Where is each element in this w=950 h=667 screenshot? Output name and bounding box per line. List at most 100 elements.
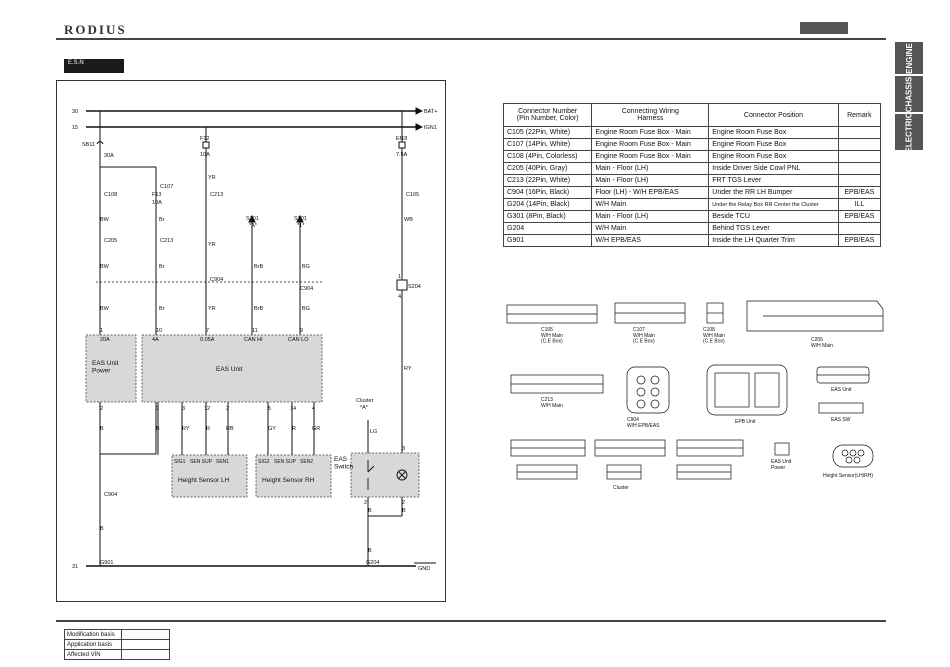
svg-text:B: B bbox=[156, 426, 160, 432]
svg-text:EAS Unit: EAS Unit bbox=[831, 387, 852, 393]
bus-gnd-label: GND bbox=[418, 566, 430, 572]
svg-text:1: 1 bbox=[100, 328, 103, 334]
svg-text:SB11: SB11 bbox=[82, 142, 95, 148]
svg-text:C108: C108 bbox=[104, 192, 117, 198]
svg-text:YR: YR bbox=[208, 175, 216, 181]
svg-text:SIG2: SIG2 bbox=[258, 459, 270, 465]
svg-text:1: 1 bbox=[398, 274, 401, 280]
svg-text:C107: C107 bbox=[160, 184, 173, 190]
svg-text:4: 4 bbox=[312, 406, 315, 412]
svg-text:WB: WB bbox=[404, 217, 413, 223]
svg-text:CAN HI: CAN HI bbox=[244, 337, 263, 343]
bus-ign-label: IGN1 bbox=[424, 125, 437, 131]
svg-text:7.5A: 7.5A bbox=[396, 152, 408, 158]
svg-text:EAS SW: EAS SW bbox=[831, 417, 851, 423]
table-row: C213 (22Pin, White)Main - Floor (LH)FRT … bbox=[502, 174, 882, 187]
table-row: C205 (40Pin, Gray)Main - Floor (LH)Insid… bbox=[502, 162, 882, 175]
col-connector-position: Connector Position bbox=[708, 103, 839, 127]
svg-text:Height Sensor(LH/RH): Height Sensor(LH/RH) bbox=[823, 473, 873, 479]
svg-text:B: B bbox=[100, 426, 104, 432]
tab-electric[interactable]: ELECTRIC bbox=[895, 112, 923, 152]
svg-text:B: B bbox=[402, 508, 406, 514]
svg-text:BW: BW bbox=[100, 264, 110, 270]
svg-text:*A*: *A* bbox=[360, 405, 369, 411]
svg-text:5: 5 bbox=[268, 406, 271, 412]
table-row: C108 (4Pin, Colorless)Engine Room Fuse B… bbox=[502, 150, 882, 163]
tab-chassis[interactable]: CHASSIS bbox=[895, 76, 923, 112]
svg-text:1: 1 bbox=[156, 406, 159, 412]
svg-text:*A*: *A* bbox=[249, 223, 258, 229]
table-row: C107 (14Pin, White)Engine Room Fuse Box … bbox=[502, 138, 882, 151]
svg-text:Ef18: Ef18 bbox=[396, 136, 407, 142]
svg-text:4A: 4A bbox=[152, 337, 159, 343]
svg-text:7: 7 bbox=[206, 328, 209, 334]
wiring-schematic: 30 15 31 BAT+ IGN1 GND SB11 30A F12 10A … bbox=[72, 107, 438, 572]
svg-text:SEN SUP: SEN SUP bbox=[190, 459, 213, 465]
svg-text:2: 2 bbox=[402, 500, 405, 506]
svg-text:C904: C904 bbox=[104, 492, 117, 498]
brand-logo: RODIUS bbox=[64, 22, 127, 37]
svg-text:G204: G204 bbox=[366, 560, 379, 566]
svg-text:GY: GY bbox=[268, 426, 276, 432]
footer-rule bbox=[56, 620, 886, 622]
svg-text:0.05A: 0.05A bbox=[200, 337, 215, 343]
svg-text:Br: Br bbox=[159, 306, 165, 312]
svg-text:Cluster: Cluster bbox=[356, 398, 374, 404]
svg-text:C105: C105 bbox=[406, 192, 419, 198]
svg-text:2: 2 bbox=[226, 406, 229, 412]
revision-table: Modification basis Application basis Aff… bbox=[64, 629, 170, 660]
height-sensor-rh-label: Height Sensor RH bbox=[262, 477, 315, 484]
svg-text:SIG1: SIG1 bbox=[174, 459, 186, 465]
col-remark: Remark bbox=[837, 103, 882, 127]
svg-text:BrB: BrB bbox=[254, 264, 264, 270]
svg-text:3: 3 bbox=[182, 406, 185, 412]
svg-text:BW: BW bbox=[100, 306, 110, 312]
height-sensor-lh-label: Height Sensor LH bbox=[178, 477, 230, 484]
svg-text:B: B bbox=[368, 508, 372, 514]
c904-view bbox=[626, 366, 670, 414]
svg-text:4: 4 bbox=[398, 294, 401, 300]
svg-text:Br: Br bbox=[159, 217, 165, 223]
svg-text:Br: Br bbox=[159, 264, 165, 270]
header-rule bbox=[56, 38, 886, 40]
svg-text:11: 11 bbox=[252, 328, 258, 334]
header-block bbox=[800, 22, 848, 34]
table-row: Application basis bbox=[64, 639, 170, 650]
svg-text:F12: F12 bbox=[200, 136, 209, 142]
table-row: C105 (22Pin, White)Engine Room Fuse Box … bbox=[502, 126, 882, 139]
bus-no-ign: 15 bbox=[72, 125, 78, 131]
svg-text:S301: S301 bbox=[294, 216, 307, 222]
svg-text:YR: YR bbox=[208, 242, 216, 248]
table-row: G301 (8Pin, Black)Main - Floor (LH)Besid… bbox=[502, 210, 882, 223]
svg-text:F13: F13 bbox=[152, 192, 161, 198]
table-row: Modification basis bbox=[64, 629, 170, 640]
svg-text:R: R bbox=[206, 426, 210, 432]
svg-text:RB: RB bbox=[226, 426, 234, 432]
svg-text:20A: 20A bbox=[100, 337, 110, 343]
svg-text:BrB: BrB bbox=[254, 306, 264, 312]
svg-text:*1*: *1* bbox=[297, 223, 305, 229]
svg-text:C213: C213 bbox=[210, 192, 223, 198]
bus-bat-label: BAT+ bbox=[424, 109, 438, 115]
table-row: Affected VIN bbox=[64, 649, 170, 660]
svg-text:C904: C904 bbox=[300, 286, 313, 292]
svg-text:G901: G901 bbox=[100, 560, 113, 566]
bus-no-gnd: 31 bbox=[72, 564, 78, 570]
col-connector-number: Connector Number(Pin Number, Color) bbox=[502, 103, 593, 127]
tab-engine[interactable]: ENGINE bbox=[895, 42, 923, 74]
svg-text:B: B bbox=[368, 548, 372, 554]
svg-text:C904: C904 bbox=[210, 277, 223, 283]
svg-text:10: 10 bbox=[156, 328, 162, 334]
eas-sw-view bbox=[818, 402, 864, 414]
